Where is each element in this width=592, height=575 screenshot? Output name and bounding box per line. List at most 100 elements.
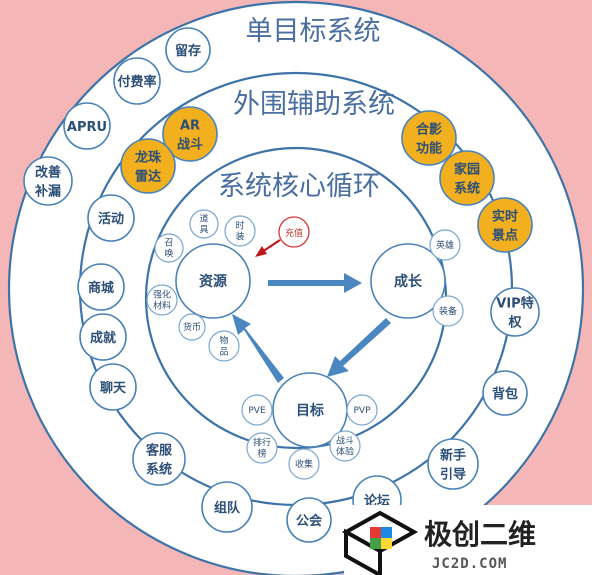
goal-sub-1-label: PVE (248, 406, 266, 416)
goal-sub-3[interactable]: 排行榜 (246, 432, 278, 464)
outer-node-13-circle (427, 438, 479, 490)
resource-sub-6[interactable]: 物品 (208, 330, 240, 362)
outer-node-1[interactable]: 留存 (165, 27, 211, 73)
outer-node-8-circle (89, 363, 137, 411)
outer-node-8[interactable]: 聊天 (89, 363, 137, 411)
gold-node-3-label-2: 功能 (416, 141, 442, 157)
outer-node-11-label: 公会 (296, 513, 323, 529)
resource-sub-3-label-1: 召 (164, 238, 173, 249)
goal-sub-1-circle (241, 394, 273, 426)
gold-node-2-label-2: 雷达 (135, 169, 161, 185)
outer-node-6[interactable]: 商城 (77, 263, 125, 311)
resource-sub-3-label-2: 唤 (164, 248, 173, 260)
growth-label: 成长 (394, 273, 423, 290)
outer-node-3-circle (63, 102, 111, 150)
recharge-node[interactable]: 充值 (278, 216, 310, 248)
goal-sub-2-label: PVP (353, 406, 371, 416)
resource-sub-2[interactable]: 时装 (224, 215, 256, 247)
outer-node-11-circle (286, 497, 332, 543)
outer-node-1-label: 留存 (175, 43, 201, 59)
core-arrows (232, 273, 391, 383)
outer-node-group: 留存付费率APRU改善补漏活动商城成就聊天客服系统组队公会论坛新手引导背包VIP… (23, 27, 540, 543)
outer-node-3[interactable]: APRU (63, 102, 111, 150)
outer-node-10-circle (201, 481, 253, 533)
core-node-resource[interactable]: 资源 (175, 243, 251, 319)
outer-node-15-label-1: VIP特 (496, 296, 533, 312)
goal-sub-3-label-1: 排行 (253, 437, 271, 449)
resource-sub-5[interactable]: 货币 (178, 313, 206, 341)
goal-sub-1[interactable]: PVE (241, 394, 273, 426)
resource-sub-4-label-2: 材料 (153, 300, 171, 312)
recharge-label: 充值 (285, 227, 303, 239)
gold-node-3-circle (401, 110, 457, 166)
resource-sub-1-label-2: 具 (199, 225, 208, 236)
goal-sub-4-label: 收集 (295, 458, 313, 470)
outer-node-14-label: 背包 (492, 386, 518, 402)
logo-url: JC2D.COM (432, 556, 507, 572)
arrow-goal-to-resource (232, 314, 284, 383)
brand-logo: 极创二维 JC2D.COM (341, 505, 592, 575)
outer-node-14[interactable]: 背包 (482, 370, 528, 416)
recharge-arrow-line (261, 239, 281, 253)
outer-node-13-label-2: 引导 (440, 468, 466, 483)
outer-node-4-label-1: 改善 (35, 165, 61, 181)
outer-node-7-circle (79, 313, 127, 361)
outer-node-9-circle (132, 432, 186, 486)
outer-node-7[interactable]: 成就 (79, 313, 127, 361)
outer-node-5-circle (87, 194, 135, 242)
recharge-circle (278, 216, 310, 248)
goal-sub-5-circle (329, 430, 361, 462)
outer-node-11[interactable]: 公会 (286, 497, 332, 543)
core-node-growth[interactable]: 成长 (370, 243, 446, 319)
resource-sub-3[interactable]: 召唤 (154, 233, 184, 263)
gold-node-1-label-1: AR (180, 119, 200, 134)
outer-node-2[interactable]: 付费率 (113, 57, 161, 105)
outer-node-6-label: 商城 (88, 280, 114, 296)
goal-sub-4[interactable]: 收集 (288, 448, 320, 480)
resource-circle (175, 243, 251, 319)
growth-sub-1[interactable]: 英雄 (429, 229, 461, 261)
outer-node-13-label-1: 新手 (440, 448, 466, 464)
gold-node-4-circle (439, 150, 495, 206)
middle-title: 外围辅助系统 (233, 89, 395, 120)
growth-sub-2-label: 装备 (439, 305, 457, 317)
goal-sub-2-circle (346, 394, 378, 426)
resource-sub-1-circle (189, 209, 219, 239)
outer-node-4-circle (23, 156, 73, 206)
growth-sub-2[interactable]: 装备 (432, 295, 464, 327)
outer-node-15-label-2: 权 (507, 315, 522, 331)
outer-node-3-label: APRU (67, 120, 107, 135)
outer-node-9-label-1: 客服 (146, 443, 173, 459)
gold-node-5-label-1: 实时 (492, 209, 518, 225)
outer-node-7-label: 成就 (90, 330, 116, 346)
outer-node-10[interactable]: 组队 (201, 481, 253, 533)
gold-node-1-circle (162, 106, 218, 162)
outer-title: 单目标系统 (246, 16, 381, 47)
goal-sub-2[interactable]: PVP (346, 394, 378, 426)
resource-sub-2-label-2: 装 (235, 231, 244, 243)
gold-node-2-circle (120, 138, 176, 194)
gold-node-5-circle (477, 197, 533, 253)
resource-sub-1[interactable]: 道具 (189, 209, 219, 239)
outer-node-5[interactable]: 活动 (87, 194, 135, 242)
outer-node-14-circle (482, 370, 528, 416)
growth-sub-1-label: 英雄 (436, 239, 454, 251)
outer-node-10-label: 组队 (214, 500, 241, 516)
gold-node-4-label-1: 家园 (454, 162, 480, 178)
gold-node-3-label-1: 合影 (416, 122, 442, 138)
outer-node-5-label: 活动 (98, 211, 124, 227)
resource-sub-4-circle (146, 284, 178, 316)
